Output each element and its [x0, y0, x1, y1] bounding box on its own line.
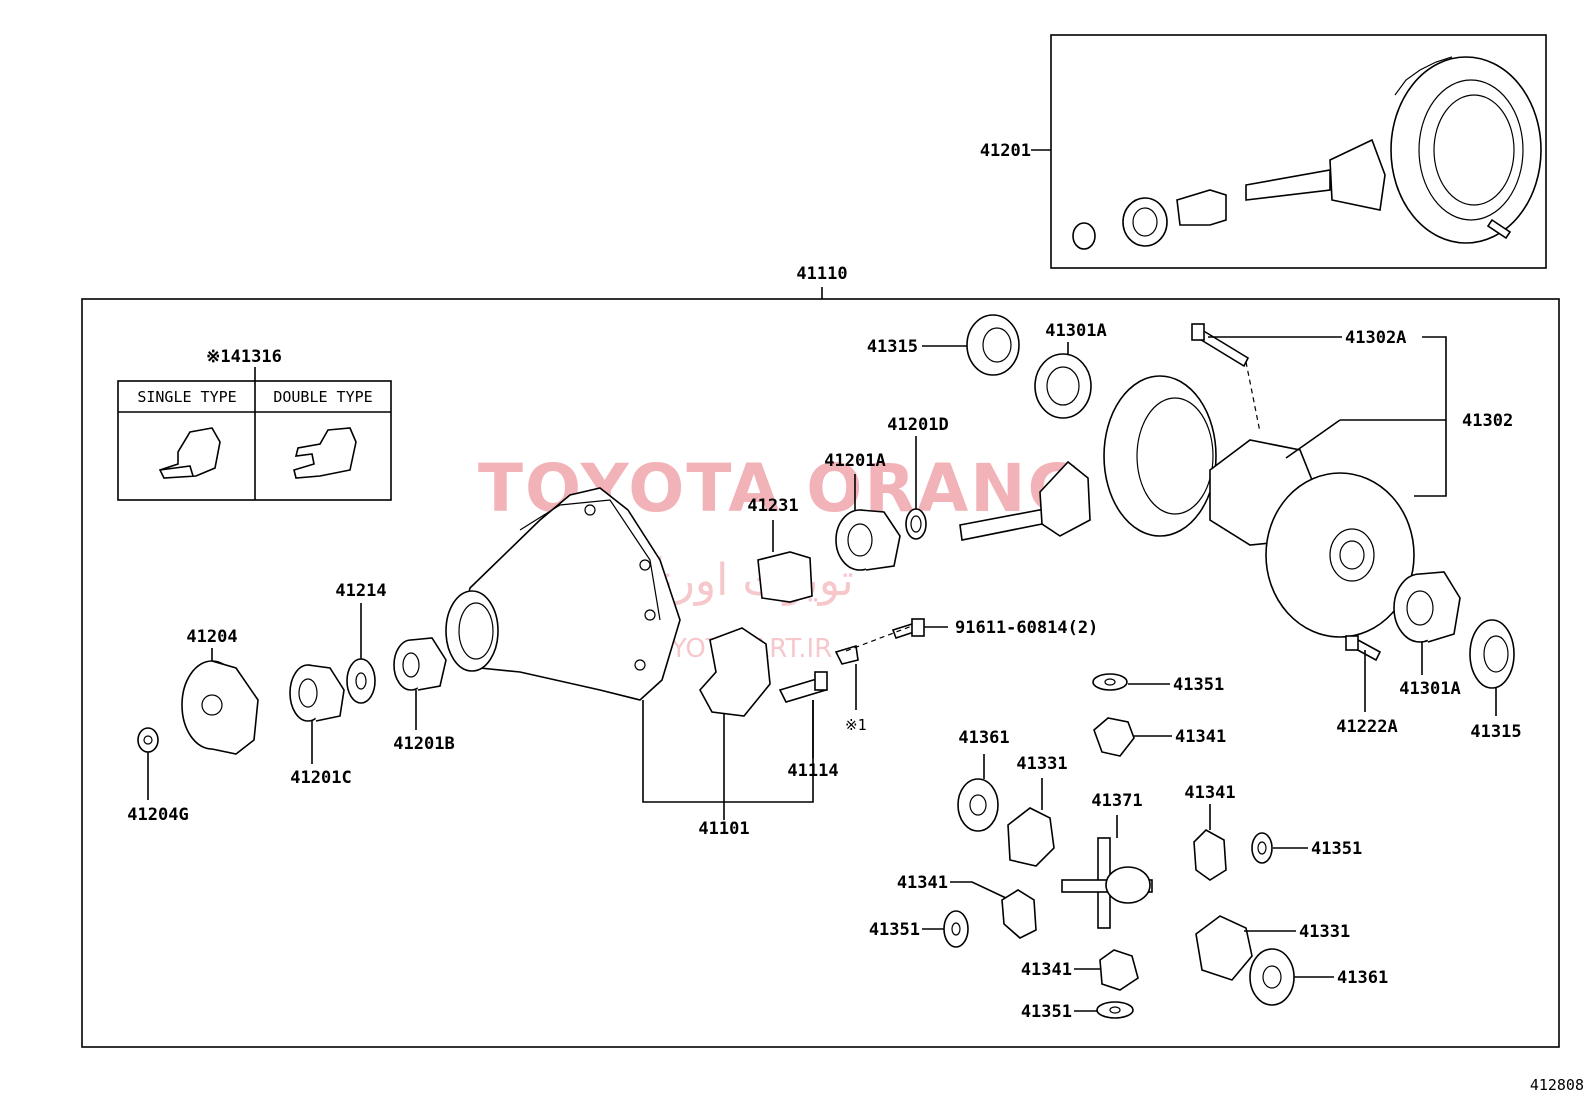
- carrier-housing-drawing: [445, 487, 948, 717]
- label-41201A[interactable]: 41201A: [824, 451, 885, 471]
- inset-frame: [1050, 34, 1547, 269]
- label-41231[interactable]: 41231: [747, 496, 798, 516]
- label-41301A-top[interactable]: 41301A: [1045, 321, 1106, 341]
- pinion-front-parts-drawing: [137, 460, 1091, 755]
- bracket-type-table: [117, 367, 392, 501]
- label-41201C[interactable]: 41201C: [290, 768, 351, 788]
- label-41201D[interactable]: 41201D: [887, 415, 948, 435]
- label-41341-c[interactable]: 41341: [897, 873, 948, 893]
- label-41204G[interactable]: 41204G: [127, 805, 188, 825]
- figure-code: 412808: [1530, 1076, 1584, 1094]
- ring-pinion-set-drawing: [1031, 56, 1542, 250]
- label-41114[interactable]: 41114: [787, 761, 838, 781]
- label-41331-a[interactable]: 41331: [1016, 754, 1067, 774]
- bracket-ref-label[interactable]: ※141316: [206, 347, 282, 367]
- label-41331-b[interactable]: 41331: [1299, 922, 1350, 942]
- label-41315-top[interactable]: 41315: [867, 337, 918, 357]
- label-41201-inset[interactable]: 41201: [980, 141, 1031, 161]
- footnote-mark: ※1: [845, 716, 867, 734]
- label-41302[interactable]: 41302: [1462, 411, 1513, 431]
- label-41214[interactable]: 41214: [335, 581, 386, 601]
- double-type-header: DOUBLE TYPE: [273, 388, 372, 406]
- label-41101[interactable]: 41101: [698, 819, 749, 839]
- label-41302A[interactable]: 41302A: [1345, 328, 1406, 348]
- label-41222A[interactable]: 41222A: [1336, 717, 1397, 737]
- main-assembly-frame: [81, 298, 1560, 1048]
- differential-case-drawing: [966, 314, 1515, 689]
- label-41341-a[interactable]: 41341: [1175, 727, 1226, 747]
- label-41361-a[interactable]: 41361: [958, 728, 1009, 748]
- label-41204[interactable]: 41204: [186, 627, 237, 647]
- differential-gears-drawing: [943, 673, 1295, 1019]
- label-41301A-lower[interactable]: 41301A: [1399, 679, 1460, 699]
- label-41361-b[interactable]: 41361: [1337, 968, 1388, 988]
- label-41371[interactable]: 41371: [1091, 791, 1142, 811]
- label-41341-d[interactable]: 41341: [1021, 960, 1072, 980]
- label-41351-b[interactable]: 41351: [1311, 839, 1362, 859]
- label-41351-c[interactable]: 41351: [869, 920, 920, 940]
- label-41341-b[interactable]: 41341: [1184, 783, 1235, 803]
- label-91611-60814[interactable]: 91611-60814(2): [955, 618, 1098, 638]
- header-part-number[interactable]: 41110: [796, 264, 847, 284]
- single-type-header: SINGLE TYPE: [137, 388, 236, 406]
- label-41201B[interactable]: 41201B: [393, 734, 454, 754]
- label-41351-a[interactable]: 41351: [1173, 675, 1224, 695]
- label-41351-d[interactable]: 41351: [1021, 1002, 1072, 1022]
- label-41315-lower[interactable]: 41315: [1470, 722, 1521, 742]
